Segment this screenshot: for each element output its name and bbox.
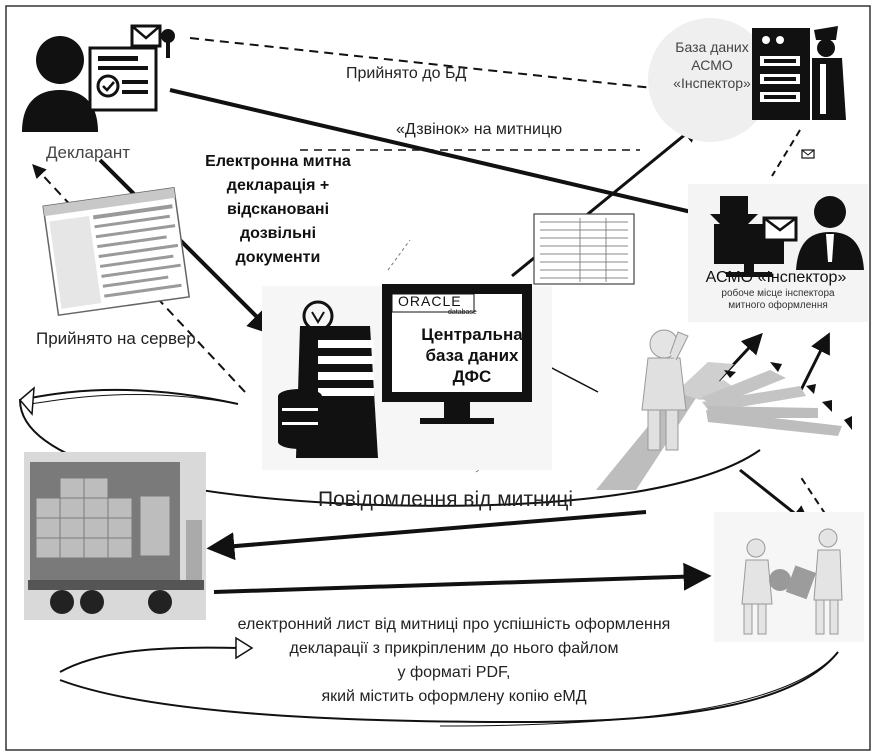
- flow-accepted-db-line: [189, 37, 691, 93]
- oracle-database-sub: database: [448, 309, 477, 316]
- flow-thinker-inspector-2: [798, 332, 830, 393]
- customs-form-document-icon: [533, 213, 635, 285]
- flow-edeclaration-line: [98, 158, 276, 336]
- asmo-workplace-label: робоче місце інспектора митного оформлен…: [721, 287, 835, 311]
- oracle-logo: ORACLE: [398, 293, 462, 309]
- svg-text:база даних: база даних: [426, 346, 520, 365]
- thinker-icon: [596, 329, 852, 490]
- flow-accepted-db-label: Прийнято до БД: [346, 65, 466, 82]
- flow-asmo-dashed-line: [771, 129, 801, 177]
- svg-text:Електронна митна: Електронна митна: [205, 153, 351, 170]
- asmo-database-icon: [648, 18, 846, 142]
- asmo-title: АСМО «Інспектор»: [706, 269, 847, 286]
- declarant-label: Декларант: [46, 143, 130, 162]
- flow-customs-message-line: [206, 510, 647, 561]
- flow-server-small-dashed: [387, 239, 411, 271]
- flow-customs-message-label: Повідомлення від митниці: [318, 488, 573, 511]
- monitor-icon: [382, 284, 532, 424]
- flow-oracle-thinker-line: [547, 365, 599, 393]
- asmo-db-label: База даних АСМО «Інспектор»: [673, 39, 751, 91]
- flow-accepted-server-label: Прийнято на сервер: [36, 329, 196, 348]
- svg-text:відскановані: відскановані: [227, 201, 329, 218]
- svg-text:у форматі PDF,: у форматі PDF,: [398, 664, 511, 681]
- svg-text:документи: документи: [236, 249, 321, 266]
- declarant-icon: [22, 24, 175, 132]
- edeclaration-document-icon: [42, 187, 191, 317]
- svg-text:дозвільні: дозвільні: [240, 225, 316, 242]
- svg-text:База даних: База даних: [675, 39, 748, 55]
- svg-text:Центральна: Центральна: [421, 325, 523, 344]
- svg-text:декларації з прикріпленим до н: декларації з прикріпленим до нього файло…: [290, 640, 619, 657]
- svg-text:митного оформлення: митного оформлення: [728, 299, 828, 311]
- svg-text:робоче місце інспектора: робоче місце інспектора: [721, 287, 835, 299]
- svg-text:ДФС: ДФС: [453, 367, 492, 386]
- svg-text:декларація +: декларація +: [227, 177, 329, 194]
- envelope-icon: [801, 149, 815, 159]
- svg-text:«Інспектор»: «Інспектор»: [673, 75, 751, 91]
- svg-text:електронний лист від митниці п: електронний лист від митниці про успішні…: [238, 616, 671, 633]
- flow-handshake-dashed: [799, 475, 833, 525]
- svg-text:АСМО: АСМО: [691, 57, 733, 73]
- flow-call-customs-label: «Дзвінок» на митницю: [396, 121, 562, 138]
- handshake-icon: [714, 512, 864, 642]
- svg-text:який містить оформлену копію е: який містить оформлену копію еМД: [321, 688, 586, 705]
- central-db-label: Центральна база даних ДФС: [421, 325, 523, 386]
- inspector-icon: [688, 184, 868, 322]
- truck-icon: [24, 452, 206, 620]
- flow-email-label: електронний лист від митниці про успішні…: [238, 616, 671, 705]
- flow-truck-handshake-line: [213, 562, 712, 594]
- flow-edeclaration-label: Електронна митна декларація + відсканова…: [205, 153, 351, 266]
- loop-arrow-lower: [59, 636, 839, 727]
